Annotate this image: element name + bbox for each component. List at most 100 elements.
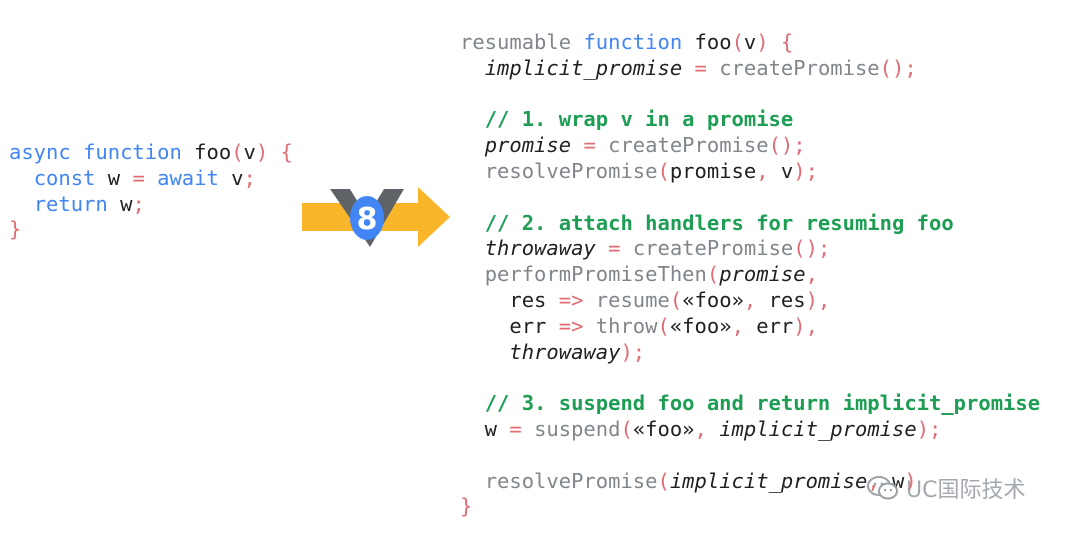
code-token: resumable — [460, 30, 572, 54]
code-token: v — [218, 165, 244, 190]
code-token: promise — [669, 158, 757, 183]
code-token: «foo» — [682, 287, 744, 312]
code-token: v — [243, 140, 256, 164]
code-line — [460, 185, 1040, 211]
code-token: async — [9, 140, 71, 164]
code-token: // 2. attach handlers for resuming foo — [484, 210, 954, 235]
code-token — [596, 133, 608, 157]
code-token: throw — [595, 313, 658, 338]
code-line: resolvePromise(implicit_promise, w) — [460, 469, 1040, 495]
code-token: ( — [669, 287, 683, 312]
code-token: => — [558, 313, 584, 338]
code-token — [71, 140, 83, 164]
code-token: resolvePromise — [484, 468, 658, 493]
code-token: => — [558, 287, 584, 312]
code-token: = — [608, 236, 621, 261]
v8-glyph: 8 — [357, 202, 378, 237]
code-line: promise = createPromise(); — [460, 133, 1040, 159]
code-line: throwaway); — [460, 340, 1040, 366]
code-token: ( — [706, 262, 720, 287]
code-token: = — [132, 165, 145, 190]
code-token — [460, 107, 485, 131]
code-token: ); — [793, 158, 818, 183]
code-token: ; — [243, 165, 256, 190]
code-token — [460, 340, 509, 364]
code-token: w — [107, 191, 133, 216]
code-token: err — [460, 313, 559, 338]
code-token: , — [867, 468, 880, 493]
code-token: , — [756, 158, 769, 183]
code-token: implicit_promise — [719, 416, 917, 441]
code-token: createPromise — [608, 133, 769, 158]
code-token: err — [743, 313, 794, 338]
code-token — [460, 262, 485, 286]
code-line: async function foo(v) { — [9, 140, 293, 166]
code-token: ) { — [756, 30, 794, 54]
code-token: const — [33, 165, 96, 190]
code-token: resolvePromise — [484, 158, 658, 183]
code-token: createPromise — [719, 55, 880, 80]
code-line: resumable function foo(v) { — [460, 30, 1040, 56]
code-token: function — [83, 140, 182, 164]
code-token: } — [9, 217, 22, 242]
code-token: , — [694, 416, 707, 441]
code-line: implicit_promise = createPromise(); — [460, 56, 1040, 82]
code-token — [583, 314, 595, 338]
code-token: v — [743, 30, 757, 54]
code-token: resume — [595, 287, 670, 312]
watermark: UC国际技术 — [866, 472, 1025, 504]
code-token — [460, 236, 485, 260]
code-token: foo — [682, 30, 732, 54]
code-line: // 1. wrap v in a promise — [460, 107, 1040, 133]
code-token: createPromise — [632, 236, 794, 261]
code-token: ), — [793, 313, 818, 338]
code-token: ( — [620, 416, 633, 441]
code-token: await — [157, 165, 219, 190]
code-token — [9, 192, 34, 216]
code-line: w = suspend(«foo», implicit_promise); — [460, 417, 1040, 443]
code-line — [460, 82, 1040, 108]
code-token: throwaway — [509, 339, 621, 364]
code-token — [620, 236, 632, 260]
code-line: } — [9, 217, 293, 243]
code-token: ( — [657, 468, 670, 493]
code-token: «foo» — [632, 416, 695, 441]
code-token: // 1. wrap v in a promise — [484, 107, 794, 132]
code-token — [583, 288, 595, 312]
code-token: ) { — [255, 140, 293, 164]
watermark-text: UC国际技术 — [906, 478, 1026, 503]
code-token — [571, 133, 583, 157]
code-token: ( — [731, 30, 744, 54]
code-token: performPromiseThen — [484, 262, 707, 287]
code-token: , — [743, 287, 757, 312]
code-token — [9, 166, 34, 190]
code-token: implicit_promise — [669, 468, 868, 493]
code-token — [460, 56, 485, 80]
async-function-code: async function foo(v) { const w = await … — [9, 140, 293, 243]
code-token: ); — [620, 339, 646, 364]
code-token — [571, 30, 583, 54]
v8-badge — [350, 196, 384, 240]
code-token: ( — [657, 313, 670, 338]
wechat-icon — [867, 476, 898, 500]
code-token: w — [95, 165, 133, 190]
code-token — [522, 417, 534, 441]
resumable-function-code: resumable function foo(v) { implicit_pro… — [460, 30, 1040, 520]
code-token: v — [768, 158, 794, 183]
code-token: function — [583, 30, 683, 54]
code-token: = — [509, 416, 522, 441]
code-token: = — [694, 55, 707, 80]
code-line — [460, 365, 1040, 391]
code-token: ); — [916, 416, 942, 441]
code-token: ; — [132, 191, 145, 216]
code-token: foo — [181, 140, 232, 164]
code-line: res => resume(«foo», res), — [460, 288, 1040, 314]
code-token — [460, 211, 485, 235]
code-token — [460, 469, 485, 493]
code-token — [682, 56, 694, 80]
code-token — [596, 236, 608, 260]
code-token — [460, 159, 485, 183]
code-token: (); — [793, 236, 831, 261]
v8-transform-arrow-icon: 8 — [302, 187, 450, 247]
code-token: , — [805, 262, 818, 287]
